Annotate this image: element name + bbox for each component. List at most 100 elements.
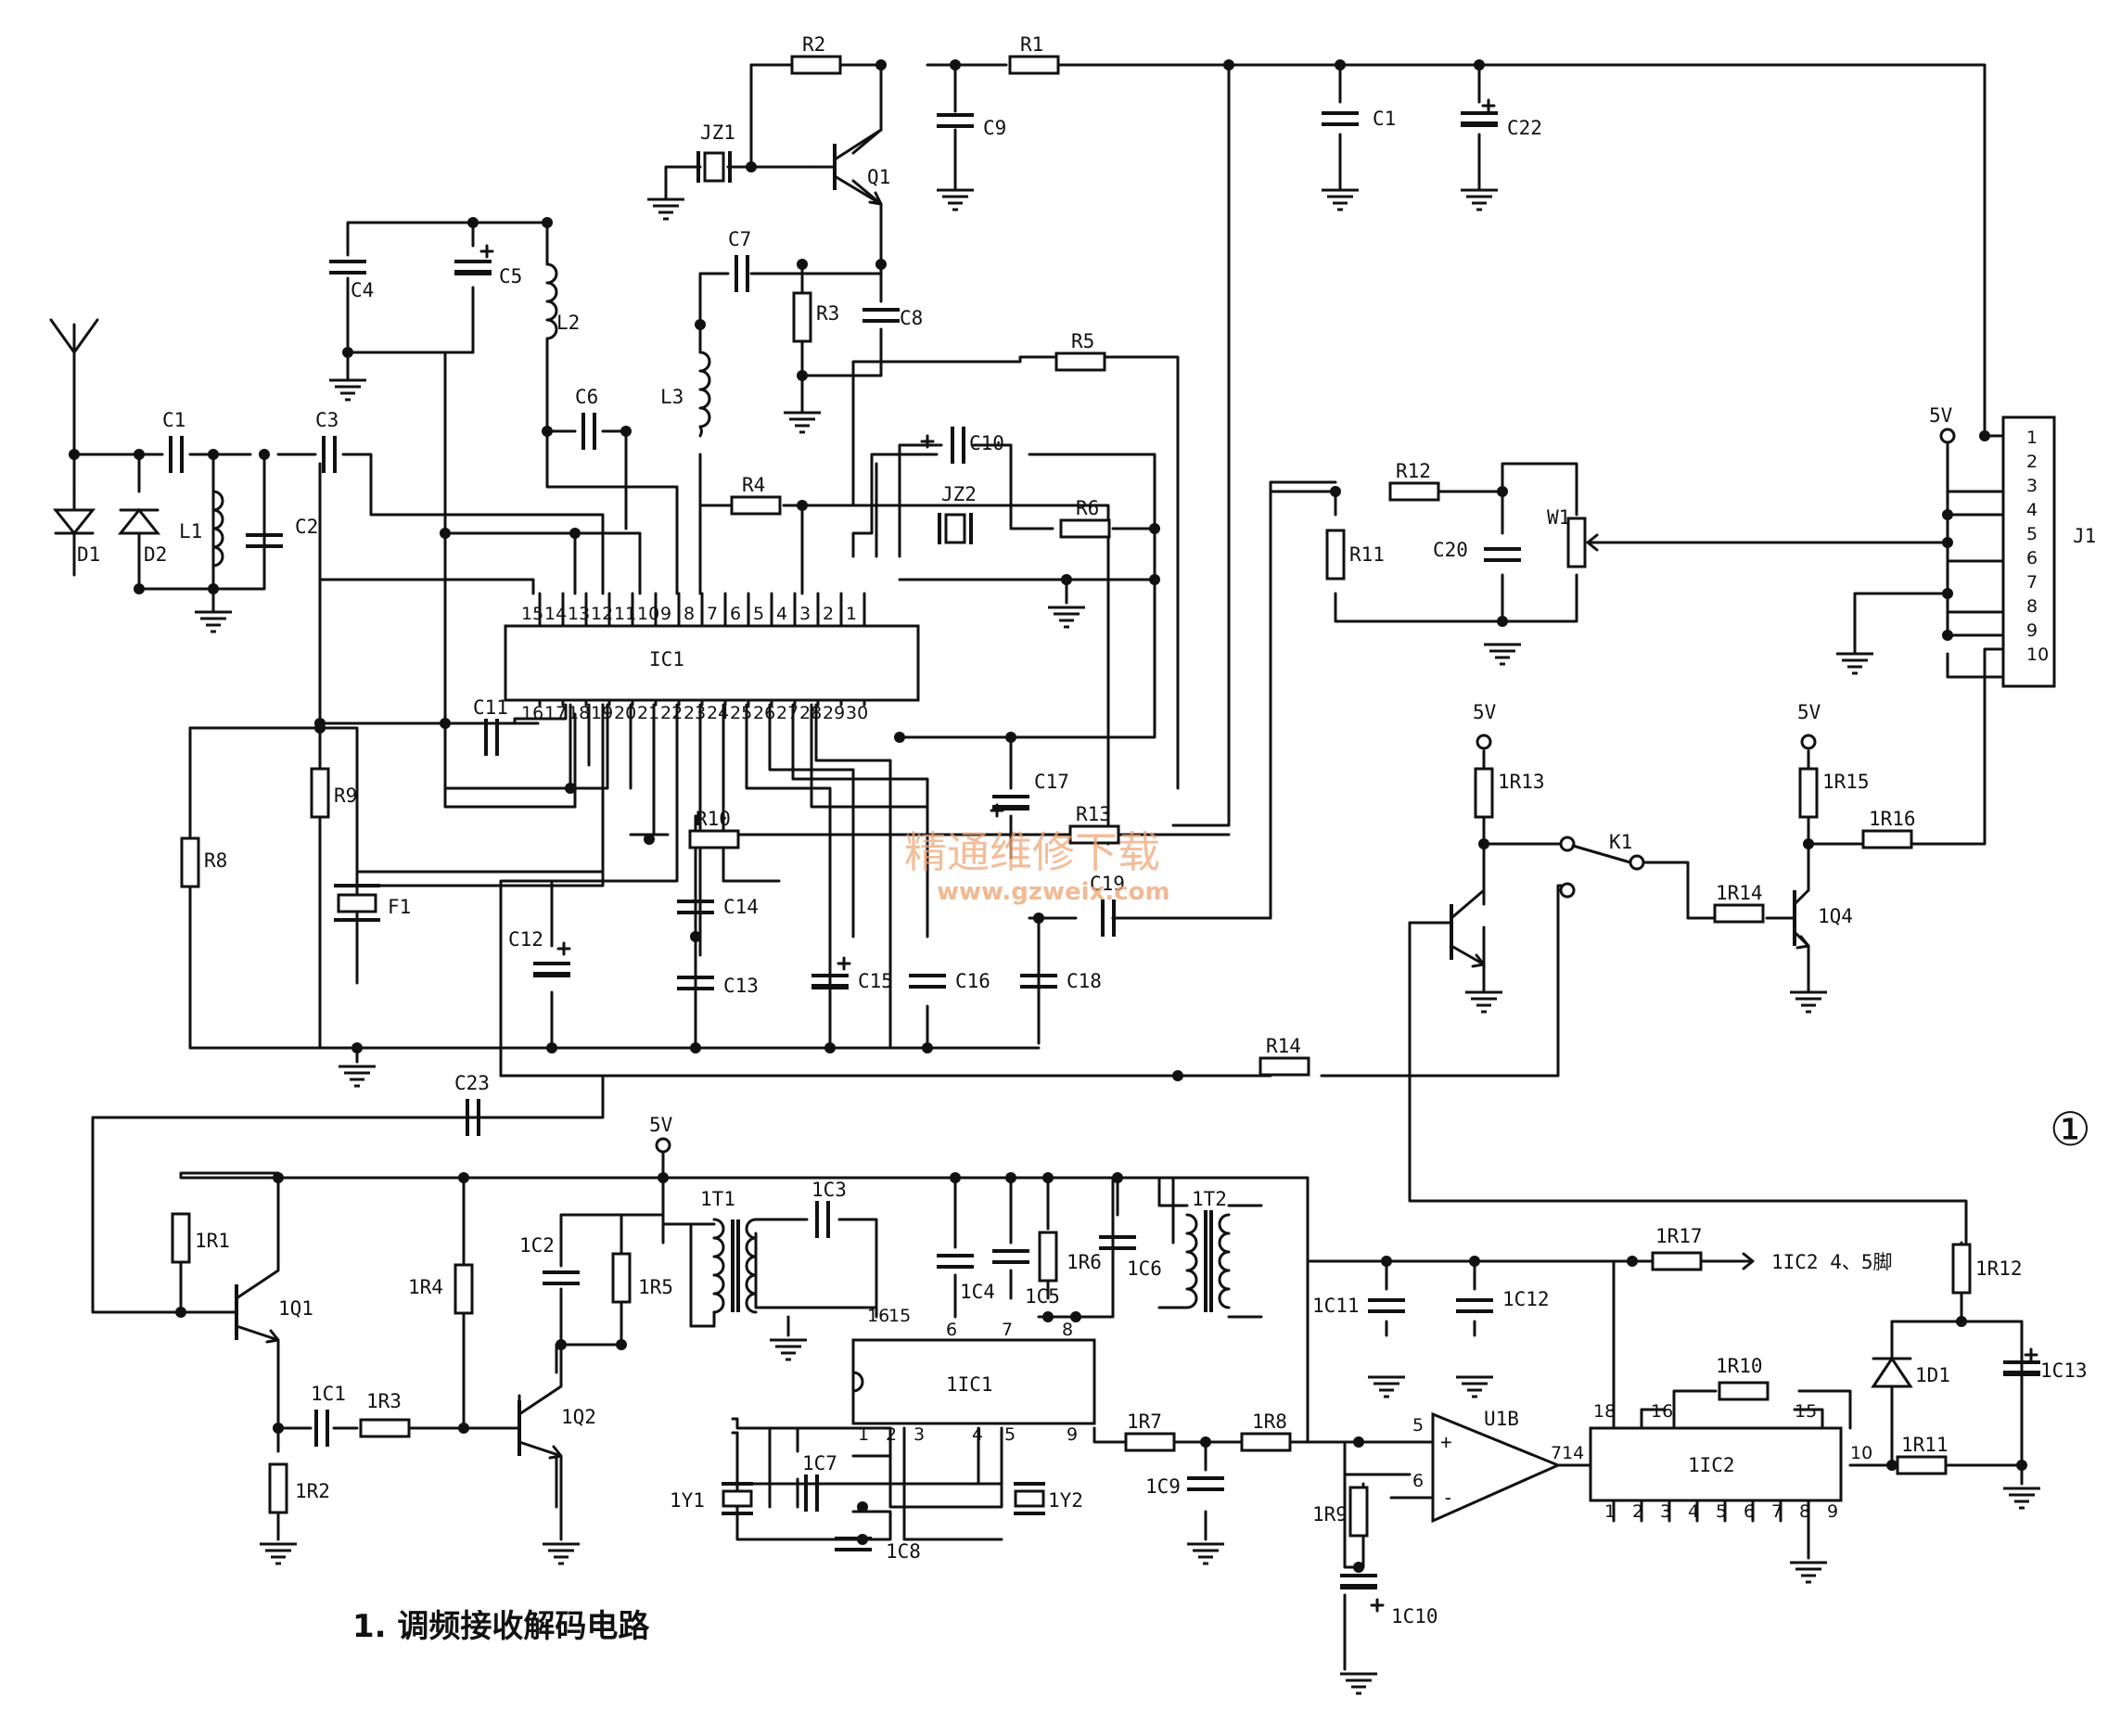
ground-icon <box>935 188 976 211</box>
junction-dot <box>259 449 270 460</box>
ground-icon <box>1366 1375 1407 1398</box>
ground-icon <box>1338 1672 1379 1695</box>
diode-d2 <box>117 507 161 535</box>
capacitor-c4 <box>327 260 368 274</box>
junction-dot <box>1942 509 1953 520</box>
ic1-pin-label: 19 <box>591 703 613 723</box>
ic1-pin-label: 27 <box>776 703 799 723</box>
junction-dot <box>440 718 451 729</box>
transistor-1q2 <box>462 1343 563 1541</box>
resistor-1r7 <box>1124 1432 1176 1452</box>
junction-dot <box>797 500 808 511</box>
u1b-plus: + <box>1440 1431 1452 1453</box>
j1-label: J1 <box>2073 525 2096 547</box>
junction-dot <box>894 732 905 743</box>
label-r1: R1 <box>1020 33 1043 56</box>
junction-dot <box>208 449 219 460</box>
label-w1: W1 <box>1547 506 1570 529</box>
label-c14: C14 <box>723 896 759 918</box>
junction-dot <box>1381 1256 1392 1267</box>
ic1-pin-label: 22 <box>660 703 683 723</box>
junction-dot <box>1149 574 1160 585</box>
ic1-pin-label: 23 <box>684 703 706 723</box>
supply-terminals: 5V 5V 5V 5V <box>649 404 1956 1154</box>
junction-dot <box>458 1172 469 1183</box>
label-r10: R10 <box>696 808 731 830</box>
junction-dot <box>134 449 145 460</box>
junction-dot <box>857 1501 868 1513</box>
label-1r17: 1R17 <box>1655 1225 1703 1247</box>
resistor-r6 <box>1059 518 1111 539</box>
label-c4: C4 <box>351 279 374 301</box>
junction-dot <box>950 59 961 70</box>
transistor-q1 <box>833 128 883 206</box>
junction-dot <box>1478 838 1489 849</box>
supply-5v-1r13: 5V <box>1473 701 1497 723</box>
label-c23: C23 <box>454 1072 490 1094</box>
label-1c2: 1C2 <box>519 1234 555 1257</box>
junction-dot <box>542 426 553 437</box>
j1-pin-label: 6 <box>2026 548 2038 568</box>
label-1q4: 1Q4 <box>1818 905 1853 927</box>
resistor-r14 <box>1259 1056 1310 1077</box>
capacitor-1c9 <box>1185 1476 1226 1491</box>
components <box>49 55 2040 1695</box>
ground-icon <box>541 1542 581 1565</box>
capacitor-1c11 <box>1366 1298 1407 1313</box>
junction-dot <box>1061 574 1072 585</box>
label-r4: R4 <box>742 474 765 496</box>
label-l3: L3 <box>660 386 684 408</box>
resistor-r5 <box>1054 351 1106 372</box>
diode-1d1 <box>1871 1356 1913 1388</box>
ground-icon <box>1459 188 1500 211</box>
capacitor-c9 <box>935 113 976 128</box>
label-c5: C5 <box>499 265 522 287</box>
ground-icon <box>768 1338 809 1361</box>
resistor-1r11 <box>1896 1455 1948 1475</box>
label-1c5: 1C5 <box>1025 1285 1060 1308</box>
junction-dot <box>690 1042 701 1053</box>
crystal-jz2 <box>938 513 973 544</box>
ground-icon <box>1046 606 1087 629</box>
ground-icon <box>1788 1561 1829 1584</box>
junction-dot <box>797 259 808 270</box>
component-labels: R1 R2 R3 R4 R5 R6 R8 R9 R10 R11 R12 R13 … <box>77 33 2088 1628</box>
junction-dot <box>824 1042 836 1053</box>
ground-icon <box>1834 652 1875 675</box>
junction-dot <box>1497 486 1508 497</box>
1ic2-pin-10: 10 <box>1850 1443 1872 1463</box>
label-r8: R8 <box>204 849 227 872</box>
junction-dot <box>314 722 326 734</box>
junction-dot <box>565 783 576 794</box>
wires-top <box>72 63 2005 1314</box>
ic1-pin-label: 29 <box>823 703 845 723</box>
supply-5v-bottom: 5V <box>649 1114 673 1136</box>
label-l2: L2 <box>556 312 580 334</box>
label-1c8: 1C8 <box>886 1540 921 1563</box>
junction-dot <box>1005 1172 1016 1183</box>
junction-dot <box>1469 1256 1480 1267</box>
ground-icon <box>1482 643 1523 666</box>
junction-dot <box>875 59 887 70</box>
label-1r10: 1R10 <box>1716 1355 1763 1377</box>
junction-dot <box>922 1042 933 1053</box>
junction-dot <box>134 583 145 594</box>
j1-pin-label: 5 <box>2026 524 2038 544</box>
label-1r13: 1R13 <box>1498 771 1545 793</box>
label-c1a: C1 <box>162 409 185 431</box>
ic1-pin-label: 30 <box>846 703 868 723</box>
ic1-pin-label: 6 <box>730 604 741 624</box>
u1b-out: 714 <box>1551 1443 1584 1463</box>
capacitor-1c6 <box>1097 1235 1138 1250</box>
ground-icon <box>327 378 368 402</box>
j1-pin-label: 8 <box>2026 596 2038 617</box>
1ic1-pin-8: 8 <box>1062 1320 1073 1340</box>
capacitor-1c10 <box>1340 1576 1377 1587</box>
junction-dot <box>658 1172 669 1183</box>
label-l1: L1 <box>179 520 202 542</box>
junction-dot <box>620 426 632 437</box>
capacitor-1c12 <box>1454 1298 1495 1313</box>
capacitor-1c2 <box>541 1270 581 1285</box>
